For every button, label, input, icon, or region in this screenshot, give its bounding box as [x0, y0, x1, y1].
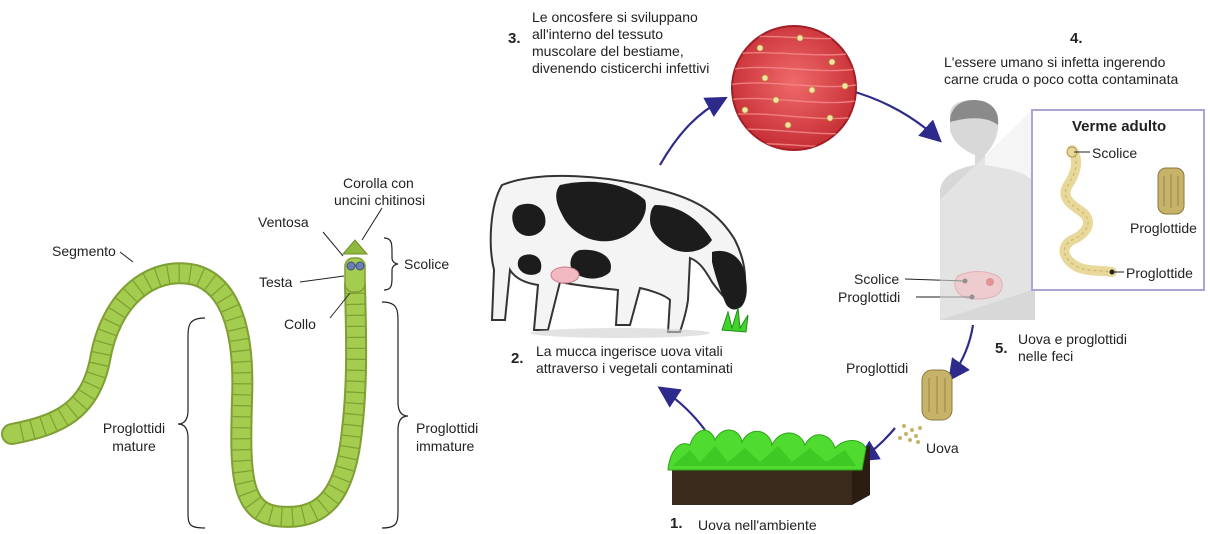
step-5-number: 5.: [995, 340, 1008, 357]
feces-label-uova: Uova: [926, 440, 959, 457]
step-1-number: 1.: [670, 515, 683, 532]
step-3-line4: divenendo cisticerchi infettivi: [532, 60, 709, 77]
step-5-line1: Uova e proglottidi: [1018, 331, 1127, 348]
label-scolice: Scolice: [404, 256, 449, 273]
step-3-line3: muscolare del bestiame,: [532, 43, 709, 60]
worm-segment-line: [233, 373, 251, 374]
brace-scolice: [384, 238, 398, 290]
step-3-line1: Le oncosfere si sviluppano: [532, 9, 709, 26]
label-segmento: Segmento: [52, 243, 116, 260]
label-ventosa: Ventosa: [258, 214, 309, 231]
muscle-tissue-image: [728, 26, 862, 150]
step-4-line1: L'essere umano si infetta ingerendo: [944, 54, 1178, 71]
label-immature-line2: immature: [416, 438, 474, 455]
inset-label-proglottide-a: Proglottide: [1130, 220, 1197, 237]
brace-immature: [382, 302, 408, 528]
step-5-text: Uova e proglottidi nelle feci: [1018, 331, 1127, 365]
cow-image: [491, 176, 748, 338]
eggs-cluster: [898, 424, 922, 444]
feces-proglottid: [922, 370, 952, 420]
step-4-number: 4.: [1070, 30, 1083, 47]
worm-segment-line: [233, 395, 251, 396]
inset-title: Verme adulto: [1072, 118, 1166, 135]
label-corolla-line2: uncini chitinosi: [334, 192, 425, 209]
step-2-line2: attraverso i vegetali contaminati: [536, 360, 733, 377]
label-immature-line1: Proglottidi: [416, 420, 478, 437]
brace-mature: [178, 318, 205, 528]
feces-label-proglottidi: Proglottidi: [846, 360, 908, 377]
step-5-line2: nelle feci: [1018, 348, 1127, 365]
human-label-scolice: Scolice: [854, 271, 899, 288]
step-4-line2: carne cruda o poco cotta contaminata: [944, 71, 1178, 88]
worm-segment-line: [232, 450, 250, 451]
step-2-text: La mucca ingerisce uova vitali attravers…: [536, 343, 733, 377]
step-3-text: Le oncosfere si sviluppano all'interno d…: [532, 9, 709, 77]
label-testa: Testa: [259, 274, 292, 291]
inset-label-scolice: Scolice: [1092, 145, 1137, 162]
worm-segment-line: [347, 381, 365, 382]
tapeworm-scolex: [343, 240, 367, 292]
step-1-text: Uova nell'ambiente: [698, 517, 817, 534]
grass-soil-image: [668, 430, 870, 505]
label-mature-line1: Proglottidi: [94, 420, 174, 437]
label-corolla-line1: Corolla con: [343, 175, 414, 192]
step-2-line1: La mucca ingerisce uova vitali: [536, 343, 733, 360]
human-label-proglottidi: Proglottidi: [838, 289, 900, 306]
inset-label-proglottide-b: Proglottide: [1126, 265, 1193, 282]
step-3-number: 3.: [508, 30, 521, 47]
step-4-text: L'essere umano si infetta ingerendo carn…: [944, 54, 1178, 88]
step-2-number: 2.: [511, 350, 524, 367]
worm-pointer-lines: [120, 208, 382, 318]
label-mature-line2: mature: [94, 438, 174, 455]
step-3-line2: all'interno del tessuto: [532, 26, 709, 43]
label-collo: Collo: [284, 316, 316, 333]
